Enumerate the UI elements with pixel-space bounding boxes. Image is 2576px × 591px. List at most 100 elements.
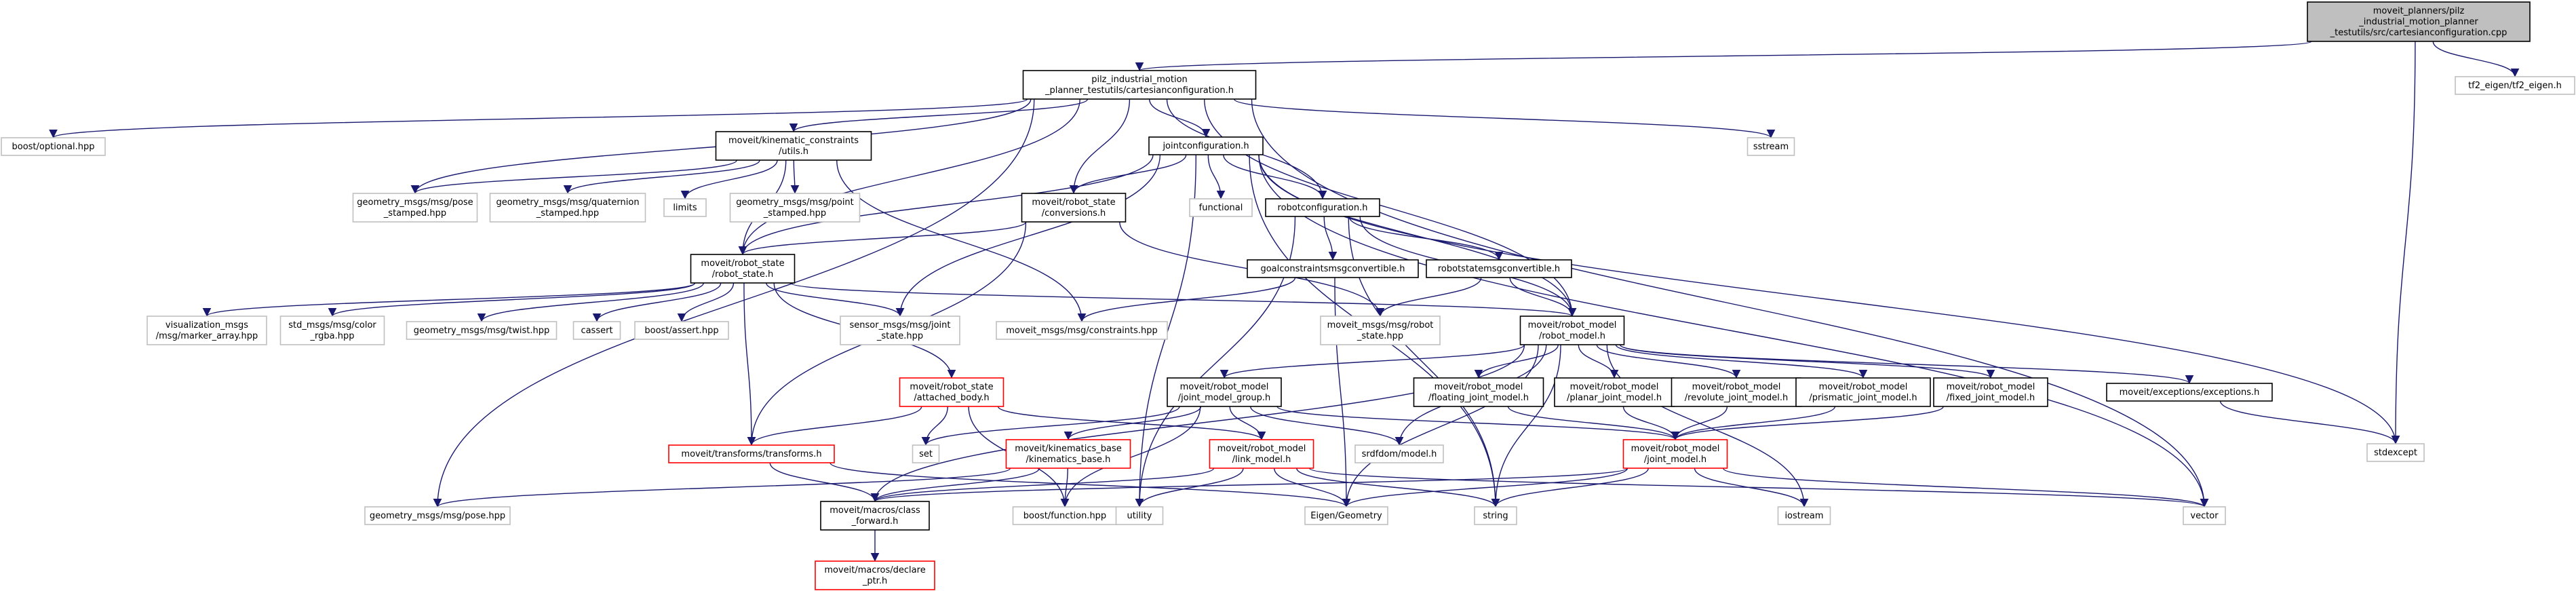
edge-cart-h-to-rs-conv (1069, 98, 1131, 194)
node-revolute[interactable]: moveit/robot_model/revolute_joint_model.… (1671, 377, 1802, 407)
edge-rsconv-to-robot-model (1509, 277, 1577, 317)
edge-cart-h-to-jointconf (1149, 98, 1211, 138)
node-goalconv[interactable]: goalconstraintsmsgconvertible.h (1247, 259, 1419, 278)
node-quat-stamped[interactable]: geometry_msgs/msg/quaternion_stamped.hpp (489, 193, 646, 223)
node-kin-base[interactable]: moveit/kinematics_base/kinematics_base.h (1005, 439, 1131, 469)
node-box (1426, 259, 1572, 278)
node-iostream[interactable]: iostream (1777, 506, 1831, 525)
node-label: _stamped.hpp (383, 208, 446, 218)
edge-robot-model-to-prismatic (1615, 344, 1868, 379)
node-vector[interactable]: vector (2183, 506, 2226, 525)
node-tf2[interactable]: tf2_eigen/tf2_eigen.h (2455, 76, 2575, 95)
node-class-fwd[interactable]: moveit/macros/class_forward.h (820, 501, 930, 531)
edge-attached-to-link-model (997, 406, 1266, 440)
node-set[interactable]: set (912, 444, 940, 463)
edge-transforms-to-eigen (830, 462, 1351, 508)
node-box (1022, 70, 1257, 100)
edge-floating-to-joint-model (1507, 406, 1680, 440)
edge-root-to-stdexcept (2391, 41, 2416, 444)
node-viz[interactable]: visualization_msgs/msg/marker_array.hpp (147, 316, 267, 345)
node-floating[interactable]: moveit/robot_model/floating_joint_model.… (1413, 377, 1544, 407)
edge-cart-h-to-robot-state (738, 98, 1080, 255)
node-box (1777, 506, 1831, 525)
node-robotconf[interactable]: robotconfiguration.h (1265, 198, 1380, 217)
edge-robotconf-to-goalconv (1323, 216, 1338, 261)
edge-kin-utils-to-pose-stamped (410, 159, 737, 194)
node-label: boost/assert.hpp (644, 326, 718, 336)
edge-robot-state-to-transforms (743, 282, 756, 446)
edge-exceptions-to-stdexcept (2219, 400, 2400, 444)
node-joint-model[interactable]: moveit/robot_model/joint_model.h (1622, 439, 1728, 469)
node-declare-ptr[interactable]: moveit/macros/declare_ptr.h (815, 560, 935, 590)
edge-robot-state-to-cassert (592, 282, 722, 322)
node-fixed[interactable]: moveit/robot_model/fixed_joint_model.h (1933, 377, 2048, 407)
node-pose-stamped[interactable]: geometry_msgs/msg/pose_stamped.hpp (352, 193, 478, 223)
node-label: _planner_testutils/cartesianconfiguratio… (1045, 85, 1234, 96)
node-cart-h[interactable]: pilz_industrial_motion_planner_testutils… (1022, 70, 1257, 100)
node-cassert[interactable]: cassert (572, 321, 621, 340)
edge-robot-state-to-twist (477, 282, 704, 322)
node-utility[interactable]: utility (1115, 506, 1164, 525)
node-rsconv[interactable]: robotstatemsgconvertible.h (1426, 259, 1572, 278)
node-prismatic[interactable]: moveit/robot_model/prismatic_joint_model… (1795, 377, 1931, 407)
node-attached[interactable]: moveit/robot_state/attached_body.h (899, 377, 1004, 407)
node-eigen[interactable]: Eigen/Geometry (1304, 506, 1388, 525)
node-boost-opt[interactable]: boost/optional.hpp (1, 137, 106, 156)
node-label: /joint_model.h (1644, 455, 1706, 465)
edge-kin-utils-to-constraints (836, 159, 1087, 322)
node-pose[interactable]: geometry_msgs/msg/pose.hpp (364, 506, 511, 525)
node-label: /msg/marker_array.hpp (156, 331, 258, 341)
node-label: /kinematics_base.h (1026, 455, 1111, 465)
node-label: vector (2190, 511, 2219, 521)
edge-jointconf-to-robot-state (738, 154, 1154, 255)
node-srdfdom[interactable]: srdfdom/model.h (1354, 444, 1444, 463)
node-colorrgba[interactable]: std_msgs/msg/color_rgba.hpp (279, 316, 385, 345)
node-label: geometry_msgs/msg/quaternion (496, 197, 639, 208)
node-kin-utils[interactable]: moveit/kinematic_constraints/utils.h (715, 131, 872, 161)
edge-goalconv-to-eigen (1334, 277, 1351, 508)
node-box (729, 193, 861, 223)
node-robot-state[interactable]: moveit/robot_state/robot_state.h (690, 254, 796, 284)
node-root[interactable]: moveit_planners/pilz_industrial_motion_p… (2307, 1, 2531, 42)
edge-revolute-to-joint-model (1671, 406, 1728, 440)
node-jmg[interactable]: moveit/robot_model/joint_model_group.h (1167, 377, 1282, 407)
node-label: /utils.h (779, 147, 808, 157)
node-label: tf2_eigen/tf2_eigen.h (2468, 81, 2562, 91)
edges-layer (49, 41, 2520, 562)
node-label: pilz_industrial_motion (1091, 75, 1188, 85)
node-box (690, 254, 796, 284)
node-label: _forward.h (851, 516, 899, 527)
node-box (1622, 439, 1728, 469)
node-point-stamped[interactable]: geometry_msgs/msg/point_stamped.hpp (729, 193, 861, 223)
node-stdexcept[interactable]: stdexcept (2366, 443, 2425, 462)
edge-planar-to-joint-model (1622, 406, 1680, 440)
node-label: geometry_msgs/msg/pose.hpp (370, 511, 505, 521)
edge-root-to-tf2 (2432, 41, 2520, 77)
node-string[interactable]: string (1474, 506, 1517, 525)
node-box (2183, 506, 2226, 525)
node-bassert[interactable]: boost/assert.hpp (634, 321, 729, 340)
edge-joint-model-to-string (1491, 468, 1649, 508)
edge-attached-to-transforms (747, 406, 922, 446)
node-box (147, 316, 267, 345)
node-exceptions[interactable]: moveit/exceptions/exceptions.h (2106, 383, 2273, 402)
node-robot-model[interactable]: moveit/robot_model/robot_model.h (1519, 316, 1625, 345)
node-label: functional (1199, 203, 1243, 213)
node-label: moveit/robot_state (910, 382, 993, 392)
node-transforms[interactable]: moveit/transforms/transforms.h (668, 444, 835, 463)
node-rs-conv[interactable]: moveit/robot_state/conversions.h (1021, 193, 1127, 223)
node-limits[interactable]: limits (663, 198, 707, 217)
node-robot-state-msg[interactable]: moveit_msgs/msg/robot_state.hpp (1320, 316, 1441, 345)
node-twist[interactable]: geometry_msgs/msg/twist.hpp (406, 321, 558, 340)
node-jointconf[interactable]: jointconfiguration.h (1148, 136, 1264, 155)
node-joint-state[interactable]: sensor_msgs/msg/joint_state.hpp (840, 316, 960, 345)
node-constraints[interactable]: moveit_msgs/msg/constraints.hpp (996, 321, 1168, 340)
node-planar[interactable]: moveit/robot_model/planar_joint_model.h (1554, 377, 1675, 407)
node-label: _rgba.hpp (310, 331, 355, 341)
node-link-model[interactable]: moveit/robot_model/link_model.h (1209, 439, 1314, 469)
node-functional[interactable]: functional (1189, 198, 1253, 217)
node-label: robotconfiguration.h (1278, 203, 1368, 213)
node-bfunction[interactable]: boost/function.hpp (1012, 506, 1118, 525)
node-sstream[interactable]: sstream (1746, 137, 1795, 156)
